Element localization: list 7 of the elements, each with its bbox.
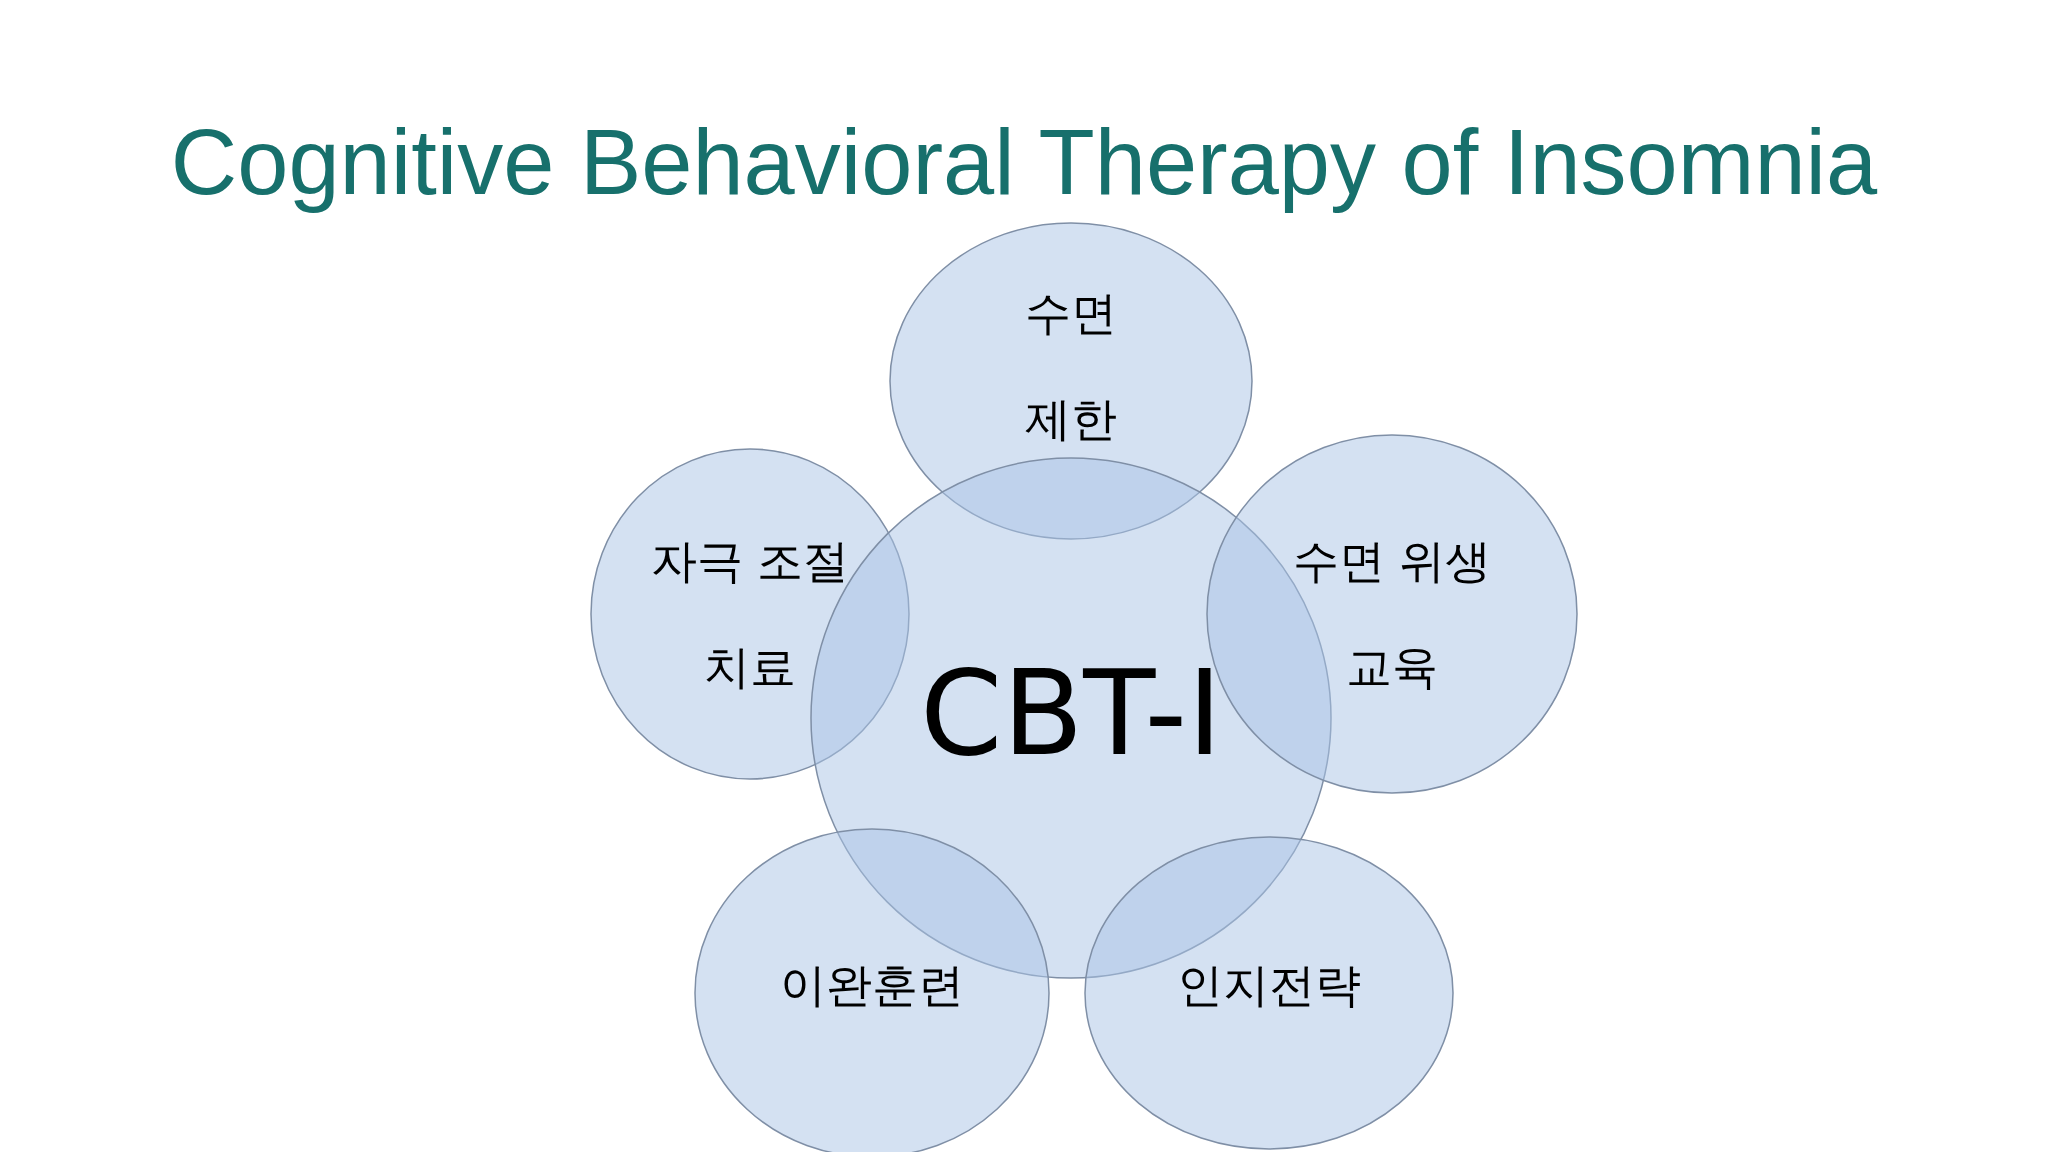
circle-label: 인지전략 — [1176, 958, 1362, 1014]
title: Cognitive Behavioral Therapy of Insomnia — [170, 110, 1878, 215]
circle-label: 수면 위생 교육 — [1291, 533, 1493, 696]
circle-label: 자극 조절 치료 — [649, 533, 851, 696]
circle-label: 수면 제한 — [1024, 285, 1118, 448]
circle-label: 이완훈련 — [779, 958, 965, 1014]
circle-label: CBT-I — [919, 643, 1223, 784]
